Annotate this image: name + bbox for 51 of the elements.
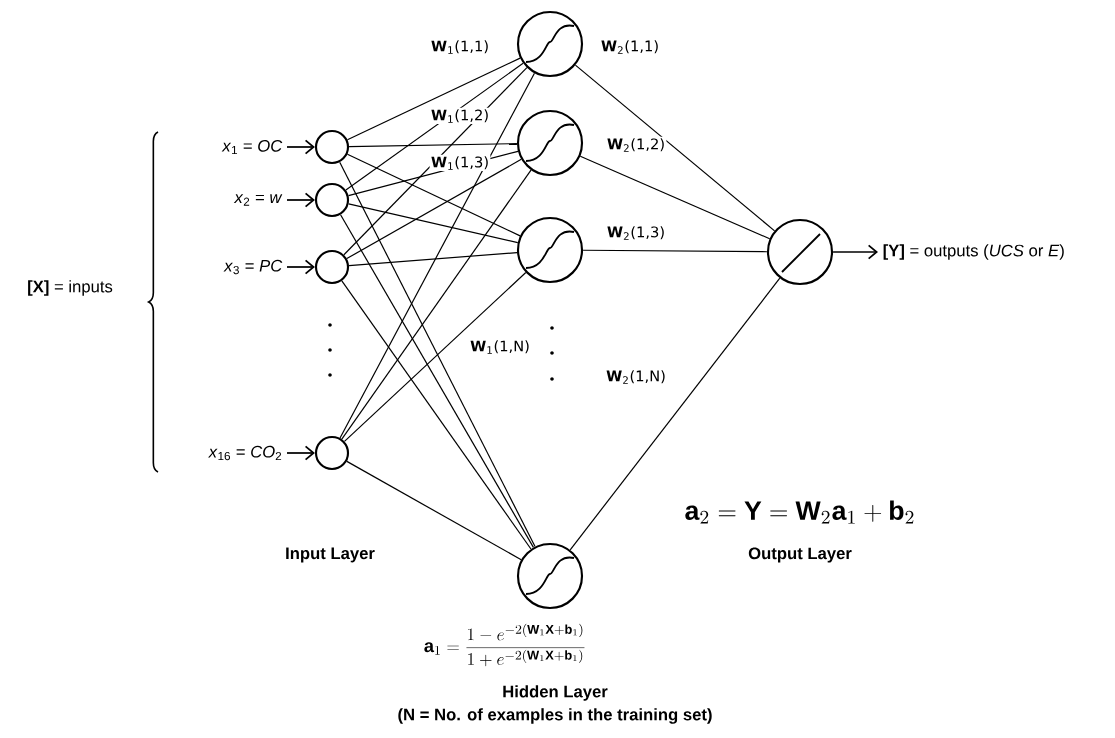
input-label: x$_{16}$ = CO$_{2}$	[208, 445, 282, 461]
sigmoid-neuron	[516, 10, 584, 78]
input-neuron	[314, 435, 350, 471]
connection-line	[346, 158, 522, 260]
linear-neuron	[766, 218, 834, 286]
weight-label: W$_{2}$(1,3)	[605, 224, 667, 242]
connection-line	[574, 64, 776, 232]
connection-line	[569, 277, 781, 551]
input-label: x$_{3}$ = PC	[223, 259, 283, 275]
layer-label: Input Layer	[286, 547, 375, 563]
weight-label: W$_{1}$(1,2)	[429, 107, 491, 125]
layer-label: Hidden Layer	[503, 685, 608, 701]
sigmoid-neuron	[516, 216, 584, 284]
connection-line	[346, 57, 521, 141]
connection-line	[339, 72, 536, 439]
sigmoid-neuron	[516, 542, 584, 610]
input-label: x$_{1}$ = OC	[221, 139, 283, 155]
hidden-formula: $\mathbf{a}_1 = \frac{1 - e^{-2(\mathbf{W}_1\mathbf{X}+\mathbf{b}_1)}}{1+e^{-2(\mathbf{W}_1\mathbf{X}+\mathbf{b}_1)}}$	[424, 623, 585, 667]
arrow	[286, 259, 315, 275]
connection-line	[346, 153, 521, 237]
output-label: [Y] = outputs (UCS or E)	[883, 244, 1064, 260]
connection-line	[343, 271, 527, 442]
connection-line	[343, 67, 528, 256]
connection-line	[348, 251, 518, 267]
connection-line	[345, 62, 524, 191]
connection-line	[346, 460, 522, 561]
label-text: [X] = inputs	[28, 280, 113, 296]
connection-line	[348, 143, 518, 148]
arrow	[286, 192, 315, 208]
connection-line	[579, 155, 771, 240]
input-neuron	[314, 129, 350, 165]
connection-line	[348, 203, 519, 244]
input-neuron	[314, 182, 350, 218]
connection-line	[582, 249, 768, 253]
arrow	[286, 445, 315, 461]
input-neuron	[314, 249, 350, 285]
weight-label: W$_{2}$(1,N)	[604, 368, 668, 386]
weight-label: W$_{1}$(1,3)	[429, 154, 491, 172]
arrow	[286, 139, 315, 155]
weight-label: W$_{2}$(1,2)	[605, 136, 667, 154]
layer-label: Output Layer	[748, 547, 852, 563]
connection-line	[341, 169, 532, 440]
caption-text: (N = No. of examples in the training set)	[398, 708, 712, 724]
sigmoid-neuron	[516, 109, 584, 177]
weight-label: W$_{1}$(1,1)	[429, 38, 491, 56]
output-formula: $\mathbf{a}_2 = \mathbf{Y} = \mathbf{W}_2\mathbf{a}_1 + \mathbf{b}_2$	[685, 500, 914, 524]
weight-label: W$_{1}$(1,N)	[468, 338, 532, 356]
connection-line	[341, 280, 532, 550]
arrow	[832, 244, 878, 260]
weight-label: W$_{2}$(1,1)	[599, 38, 661, 56]
input-label: x$_{2}$ = w	[233, 194, 283, 206]
